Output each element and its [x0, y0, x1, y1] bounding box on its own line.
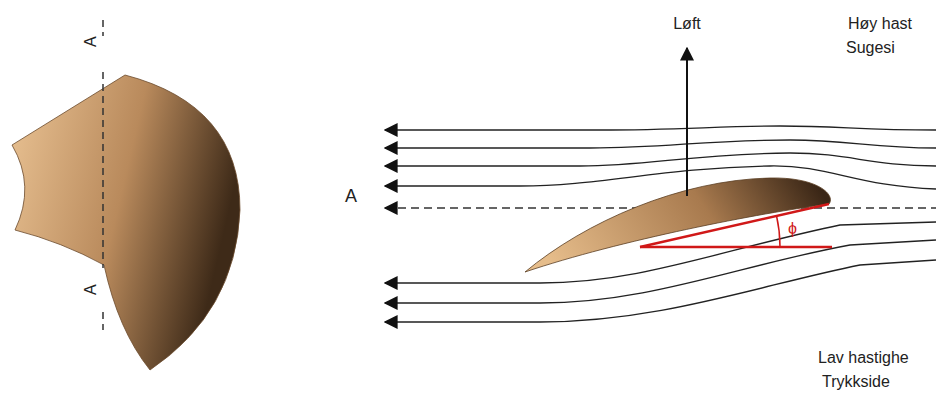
angle-symbol: ϕ	[788, 219, 797, 238]
angle-arc	[777, 216, 781, 247]
reference-line	[640, 246, 832, 249]
section-letter: A	[80, 285, 99, 296]
section-letter: A	[345, 186, 357, 208]
section-line	[102, 20, 104, 36]
region-label: Sugesi	[846, 38, 895, 57]
region-label: Lav hastighe	[818, 348, 909, 367]
region-label: Høy hast	[848, 14, 912, 33]
section-line	[102, 72, 104, 268]
blade-outline	[12, 75, 240, 370]
region-label: Trykkside	[822, 372, 890, 391]
lift-label: Løft	[673, 14, 701, 33]
section-line	[102, 312, 104, 330]
chord-line	[640, 204, 829, 247]
section-letter: A	[80, 37, 99, 48]
lift-arrow	[686, 48, 688, 196]
airfoil-section	[525, 178, 830, 272]
streamlines	[385, 126, 936, 322]
